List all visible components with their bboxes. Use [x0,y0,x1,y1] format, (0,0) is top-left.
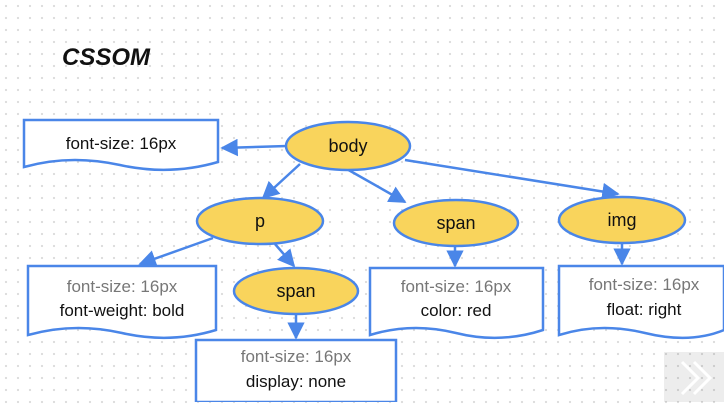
box-span-own: color: red [421,301,492,320]
chevron-right-icon[interactable] [664,352,724,402]
edge-body-to-img [404,158,620,201]
edges [138,138,631,340]
edge-body-to-box [220,138,288,157]
box-span-inherited: font-size: 16px [401,277,512,296]
edge-p-to-box [138,236,214,267]
node-span-label: span [436,213,475,233]
node-img: img [557,195,687,245]
box-span-child-own: display: none [246,372,346,391]
node-span: span [392,198,520,248]
diagram-title: CSSOM [62,44,151,71]
box-img: font-size: 16px float: right [557,264,724,340]
box-img-own: float: right [607,300,682,319]
node-p-label: p [255,211,265,231]
node-span-child-label: span [276,281,315,301]
node-span-child-of-p: span [232,266,360,316]
box-span-child-inherited: font-size: 16px [241,347,352,366]
edge-p-to-span [274,243,296,268]
box-body-own: font-size: 16px [66,134,177,153]
node-img-label: img [607,210,636,230]
node-body: body [284,120,412,172]
box-p: font-size: 16px font-weight: bold [26,264,218,340]
edge-body-to-span [344,166,407,204]
node-body-label: body [328,136,367,156]
box-span-child-of-p: font-size: 16px display: none [194,338,398,402]
box-p-inherited: font-size: 16px [67,277,178,296]
edge-body-to-p [261,163,301,200]
box-span: font-size: 16px color: red [368,266,545,340]
box-img-inherited: font-size: 16px [589,275,700,294]
box-body: font-size: 16px [22,118,220,172]
node-p: p [195,196,325,246]
box-p-own: font-weight: bold [60,301,185,320]
